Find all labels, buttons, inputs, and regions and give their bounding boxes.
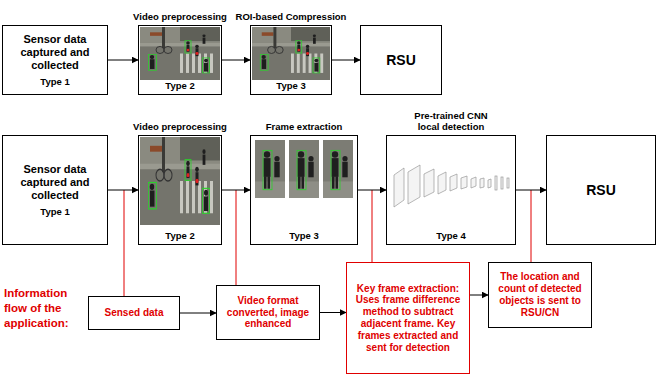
flow-arrow bbox=[180, 313, 216, 314]
box-text: Sensed data bbox=[105, 307, 164, 319]
box-heading: ROI-based Compression bbox=[226, 12, 356, 23]
flow-arrow bbox=[108, 60, 138, 61]
flow-arrow bbox=[222, 60, 250, 61]
box-text: The location and count of detected objec… bbox=[493, 271, 587, 318]
flow-arrow bbox=[332, 60, 360, 61]
flow-box: The location and count of detected objec… bbox=[488, 262, 592, 328]
rsu-box: RSU bbox=[360, 25, 442, 95]
type-label: Type 3 bbox=[276, 80, 305, 91]
box-content: Type 2 bbox=[139, 26, 221, 94]
image-box: Type 3Frame extraction bbox=[250, 135, 358, 245]
flow-arrow bbox=[108, 190, 138, 191]
box-content: Type 3 bbox=[251, 136, 357, 244]
box-content: RSU bbox=[361, 26, 441, 94]
box-heading: Pre-trained CNN local detection bbox=[403, 111, 499, 133]
box-content: Sensor data captured and collectedType 1 bbox=[3, 136, 107, 244]
flow-arrow bbox=[222, 190, 250, 191]
box-text: Sensor data captured and collected bbox=[7, 33, 103, 72]
box-content: Type 3 bbox=[251, 26, 331, 94]
flow-box: Video format converted, image enhanced bbox=[216, 285, 320, 340]
box-content: Sensed data bbox=[89, 297, 179, 329]
box-text: RSU bbox=[586, 182, 616, 199]
type-label: Type 2 bbox=[165, 80, 194, 91]
image-box: Type 2Video preprocessing bbox=[138, 135, 222, 245]
box-heading: Frame extraction bbox=[244, 122, 364, 133]
box-text: Sensor data captured and collected bbox=[7, 163, 103, 202]
flow-box: Sensed data bbox=[88, 296, 180, 330]
flow-arrow bbox=[358, 190, 386, 191]
box-content: Video format converted, image enhanced bbox=[217, 286, 319, 339]
box-content: Key frame extraction: Uses frame differe… bbox=[347, 263, 469, 373]
image-box: Type 4Pre-trained CNN local detection bbox=[386, 135, 516, 245]
flow-box: Key frame extraction: Uses frame differe… bbox=[346, 262, 470, 374]
box-text: Video format converted, image enhanced bbox=[221, 295, 315, 330]
type-label: Type 2 bbox=[165, 230, 194, 241]
type-label: Type 1 bbox=[40, 76, 69, 87]
box-content: Type 4 bbox=[387, 136, 515, 244]
type-label: Type 3 bbox=[289, 230, 318, 241]
box-content: Type 2 bbox=[139, 136, 221, 244]
box-content: Sensor data captured and collectedType 1 bbox=[3, 26, 107, 94]
flow-arrow bbox=[320, 312, 346, 313]
type-label: Type 4 bbox=[436, 230, 465, 241]
flow-arrow bbox=[470, 295, 488, 296]
process-box: Sensor data captured and collectedType 1 bbox=[2, 25, 108, 95]
note-label: Information flow of the application: bbox=[4, 286, 84, 331]
box-text: Key frame extraction: Uses frame differe… bbox=[351, 283, 465, 354]
box-content: RSU bbox=[547, 136, 655, 244]
flow-arrow bbox=[516, 190, 546, 191]
image-box: Type 3ROI-based Compression bbox=[250, 25, 332, 95]
image-box: Type 2Video preprocessing bbox=[138, 25, 222, 95]
type-label: Type 1 bbox=[40, 206, 69, 217]
box-content: The location and count of detected objec… bbox=[489, 263, 591, 327]
rsu-box: RSU bbox=[546, 135, 656, 245]
box-heading: Video preprocessing bbox=[120, 12, 240, 23]
process-box: Sensor data captured and collectedType 1 bbox=[2, 135, 108, 245]
box-heading: Video preprocessing bbox=[120, 122, 240, 133]
box-text: RSU bbox=[386, 52, 416, 69]
